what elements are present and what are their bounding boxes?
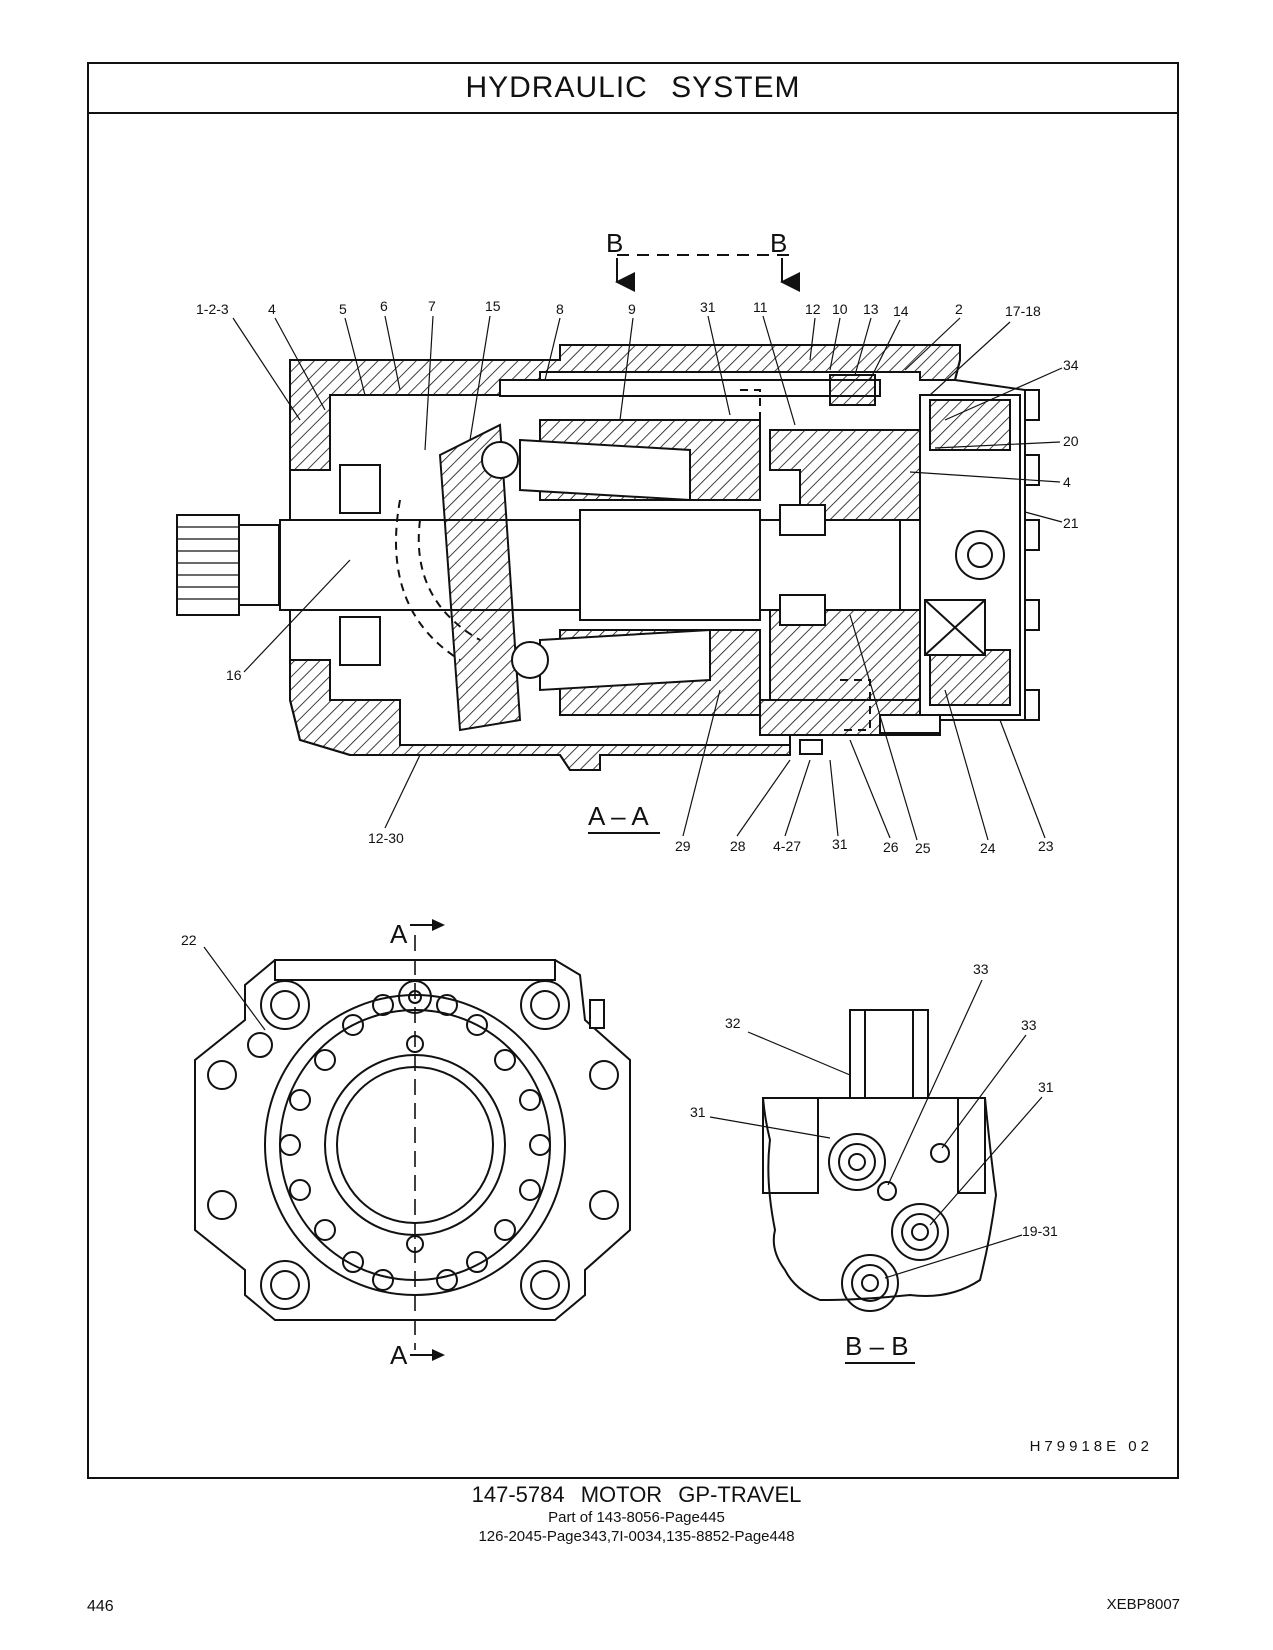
callout-23: 23: [1038, 838, 1054, 854]
callout-21: 21: [1063, 515, 1079, 531]
callout-16: 16: [226, 667, 242, 683]
section-bb-label: B – B: [845, 1331, 909, 1361]
callout-4-27: 4-27: [773, 838, 801, 854]
callout-12: 12: [805, 301, 821, 317]
section-aa-label: A – A: [588, 801, 649, 831]
callout-10: 10: [832, 301, 848, 317]
callout-5: 5: [339, 301, 347, 317]
callout-8: 8: [556, 301, 564, 317]
section-aa-drawing: [176, 344, 1040, 771]
callout-31-bb-right: 31: [1038, 1079, 1054, 1095]
figure-frame: HYDRAULIC SYSTEM H79918E 02: [87, 62, 1179, 1479]
caption-title: 147-5784 MOTOR GP-TRAVEL: [471, 1482, 802, 1507]
callout-20: 20: [1063, 433, 1079, 449]
callout-12-30: 12-30: [368, 830, 404, 846]
caption-line-2: 126-2045-Page343,7I-0034,135-8852-Page44…: [478, 1528, 795, 1545]
front-view-drawing: [194, 935, 631, 1350]
callout-26: 26: [883, 839, 899, 855]
callout-33-top: 33: [973, 961, 989, 977]
callout-14: 14: [893, 303, 909, 319]
callout-24: 24: [980, 840, 996, 856]
callout-31: 31: [700, 299, 716, 315]
callout-19-31: 19-31: [1022, 1223, 1058, 1239]
callouts-aa: 1-2-3 4 5 6 7 15 8 9 31 11 12 10 13 14 2…: [196, 298, 1079, 856]
callout-29: 29: [675, 838, 691, 854]
callout-11: 11: [753, 299, 768, 315]
leader-lines-aa: [232, 315, 1063, 841]
callout-13: 13: [863, 301, 879, 317]
document-code: XEBP8007: [1106, 1596, 1180, 1613]
caption-line-1: Part of 143-8056-Page445: [548, 1509, 725, 1526]
callout-1-2-3: 1-2-3: [196, 301, 229, 317]
callout-25: 25: [915, 840, 931, 856]
title-bar: HYDRAULIC SYSTEM: [89, 64, 1177, 114]
bb-mark-left: B: [606, 228, 623, 258]
callout-4-right: 4: [1063, 474, 1071, 490]
callout-32: 32: [725, 1015, 741, 1031]
callout-6: 6: [380, 298, 388, 314]
callout-9: 9: [628, 301, 636, 317]
callout-7: 7: [428, 298, 436, 314]
callout-17-18: 17-18: [1005, 303, 1041, 319]
aa-mark-top: A: [390, 919, 408, 949]
callout-15: 15: [485, 298, 501, 314]
leader-lines-bb: [709, 979, 1043, 1279]
page-title: HYDRAULIC SYSTEM: [465, 71, 801, 104]
figure-code: H79918E 02: [1029, 1438, 1153, 1455]
callout-34: 34: [1063, 357, 1079, 373]
callout-31-bb-left: 31: [690, 1104, 706, 1120]
bb-mark-right: B: [770, 228, 787, 258]
callout-31-bottom: 31: [832, 836, 848, 852]
section-bb-drawing: [761, 1009, 998, 1312]
section-bb-marker: B B: [606, 228, 800, 292]
callout-33: 33: [1021, 1017, 1037, 1033]
section-aa-marker: A A: [390, 919, 445, 1370]
callout-2: 2: [955, 301, 963, 317]
page-number: 446: [87, 1598, 114, 1615]
corner-bolts: [260, 980, 570, 1310]
callouts-bb: 32 33 33 31 31 19-31 B – B: [690, 961, 1058, 1364]
aa-mark-bottom: A: [390, 1340, 408, 1370]
spline-shaft: [176, 514, 240, 616]
callout-4: 4: [268, 301, 276, 317]
leader-22: [203, 946, 266, 1031]
callout-22: 22: [181, 932, 197, 948]
callout-28: 28: [730, 838, 746, 854]
